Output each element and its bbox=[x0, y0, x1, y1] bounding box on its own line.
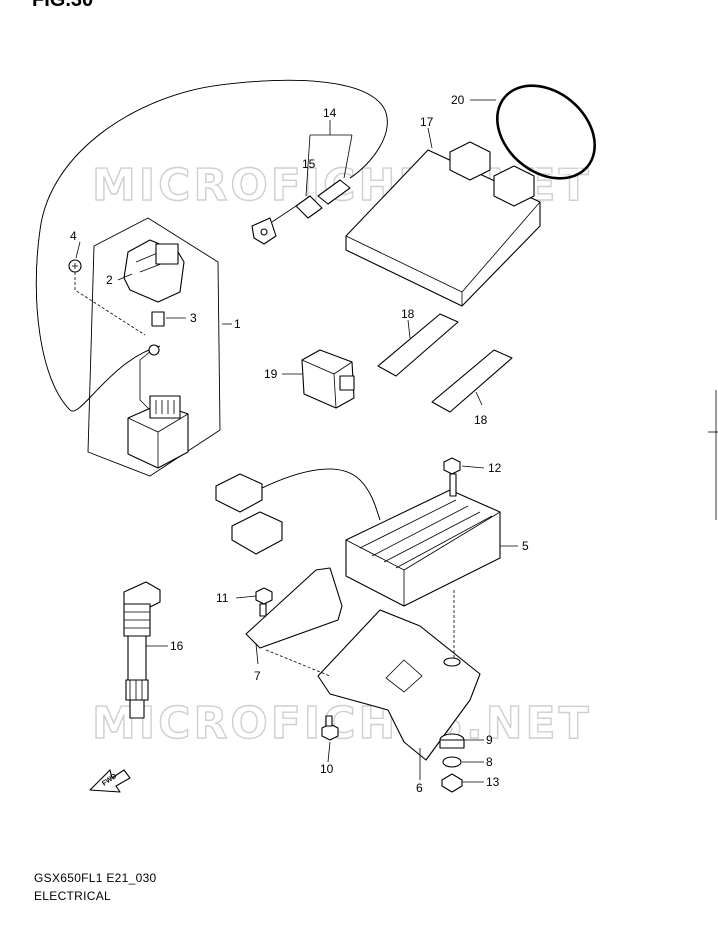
callout-16: 16 bbox=[170, 639, 184, 653]
bolt-12 bbox=[443, 457, 461, 497]
harness-plug-2 bbox=[231, 511, 283, 555]
callout-9: 9 bbox=[486, 733, 493, 747]
callout-labels: 4 2 3 1 14 15 20 17 18 18 19 12 5 11 7 1… bbox=[70, 93, 529, 795]
regulator-harness bbox=[261, 468, 381, 521]
callout-20: 20 bbox=[451, 93, 465, 107]
relay-cover-tab bbox=[155, 243, 179, 265]
callout-14: 14 bbox=[323, 106, 337, 120]
nut bbox=[441, 773, 463, 793]
callout-4: 4 bbox=[70, 229, 77, 243]
ignition-coil bbox=[123, 581, 161, 719]
ecm-body bbox=[345, 149, 541, 307]
starter-relay-group bbox=[35, 79, 388, 477]
bolt-11 bbox=[255, 587, 273, 617]
callout-18-top: 18 bbox=[401, 307, 415, 321]
harness-plug-1 bbox=[215, 473, 263, 513]
bracket-7 bbox=[245, 567, 343, 649]
callout-11: 11 bbox=[216, 591, 229, 605]
callout-15: 15 bbox=[302, 157, 316, 171]
cable-boot bbox=[295, 195, 323, 219]
wiring-connector bbox=[301, 349, 355, 409]
callout-2: 2 bbox=[106, 273, 113, 287]
figure-title: FIG.30 bbox=[32, 0, 93, 11]
callout-12: 12 bbox=[488, 461, 502, 475]
ecm-connector-2 bbox=[493, 165, 535, 207]
model-code: GSX650FL1 E21_030 bbox=[34, 871, 157, 885]
spacer bbox=[442, 756, 462, 768]
callout-10: 10 bbox=[320, 762, 334, 776]
regulator-body bbox=[345, 489, 501, 607]
arrow-icon bbox=[89, 769, 131, 793]
starter-cable-end bbox=[251, 179, 351, 245]
callout-3: 3 bbox=[190, 311, 197, 325]
regulator-fins bbox=[359, 499, 493, 569]
cushion-pad-2 bbox=[431, 349, 513, 413]
ecm-unit bbox=[345, 141, 541, 307]
fuse-icon bbox=[151, 311, 165, 327]
callout-5: 5 bbox=[522, 539, 529, 553]
cushion-pad-1 bbox=[377, 313, 459, 377]
category-label: ELECTRICAL bbox=[34, 889, 112, 903]
leader-lines bbox=[75, 99, 518, 783]
regulator-rectifier bbox=[215, 468, 501, 607]
fwd-direction-marker: FWD bbox=[89, 769, 131, 793]
callout-8: 8 bbox=[486, 755, 493, 769]
callout-18-bottom: 18 bbox=[474, 413, 488, 427]
ecm-connector-1 bbox=[449, 141, 491, 181]
callout-13: 13 bbox=[486, 775, 500, 789]
callout-6: 6 bbox=[416, 781, 423, 795]
callout-17: 17 bbox=[420, 115, 434, 129]
relay-connector bbox=[149, 395, 181, 419]
callout-7: 7 bbox=[254, 669, 261, 683]
bolt-10 bbox=[321, 715, 339, 741]
watermark-bottom: MICROFICHES.NET bbox=[92, 698, 592, 749]
bracket-6 bbox=[317, 609, 481, 761]
callout-1: 1 bbox=[234, 317, 241, 331]
rubber-band bbox=[495, 84, 597, 180]
cable-terminal bbox=[148, 344, 160, 356]
group-frame bbox=[87, 217, 221, 477]
callout-19: 19 bbox=[264, 367, 278, 381]
cable-sleeve bbox=[317, 179, 351, 205]
